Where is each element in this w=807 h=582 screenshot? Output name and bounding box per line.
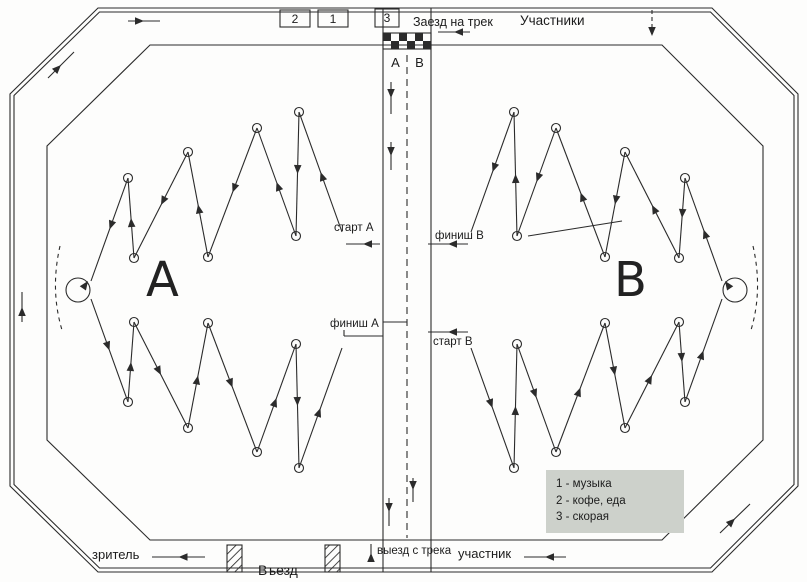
center-corridor [343, 8, 432, 572]
entrance-label: Въезд [258, 562, 298, 578]
course-b-linework [470, 106, 723, 474]
start-a-label: старт A [334, 222, 374, 234]
start-finish-checker [382, 32, 432, 50]
participants-label: Участники [520, 13, 585, 28]
legend-item-ambulance: 3 - скорая [556, 511, 609, 524]
track-exit-label: выезд с трека [377, 545, 452, 557]
lane-b-label: В [415, 55, 424, 70]
track-entry-label: Заезд на трек [413, 15, 493, 29]
turn-circles [54, 245, 759, 331]
legend-item-music: 1 - музыка [556, 478, 612, 490]
entrance-gates [226, 544, 341, 573]
participant-label: участник [458, 546, 512, 561]
legend-item-coffee: 2 - кофе, еда [556, 494, 626, 507]
course-b-letter: B [614, 252, 647, 308]
course-a-linework [90, 106, 343, 474]
top-box-2-label: 2 [291, 11, 299, 26]
top-boxes [279, 8, 400, 28]
legend: 1 - музыка 2 - кофе, еда 3 - скорая [546, 470, 684, 534]
finish-a-label: финиш A [330, 318, 379, 330]
spectator-label: зритель [92, 547, 140, 562]
direction-arrows [18, 10, 751, 562]
finish-b-label: финиш B [435, 230, 484, 242]
course-a-letter: A [146, 252, 179, 308]
perimeter-track [9, 7, 799, 573]
annotation-line [527, 220, 623, 237]
top-box-1-label: 1 [329, 11, 337, 26]
top-box-3-label: 3 [383, 11, 391, 25]
start-b-label: старт B [433, 336, 473, 348]
lane-a-label: А [391, 55, 400, 70]
